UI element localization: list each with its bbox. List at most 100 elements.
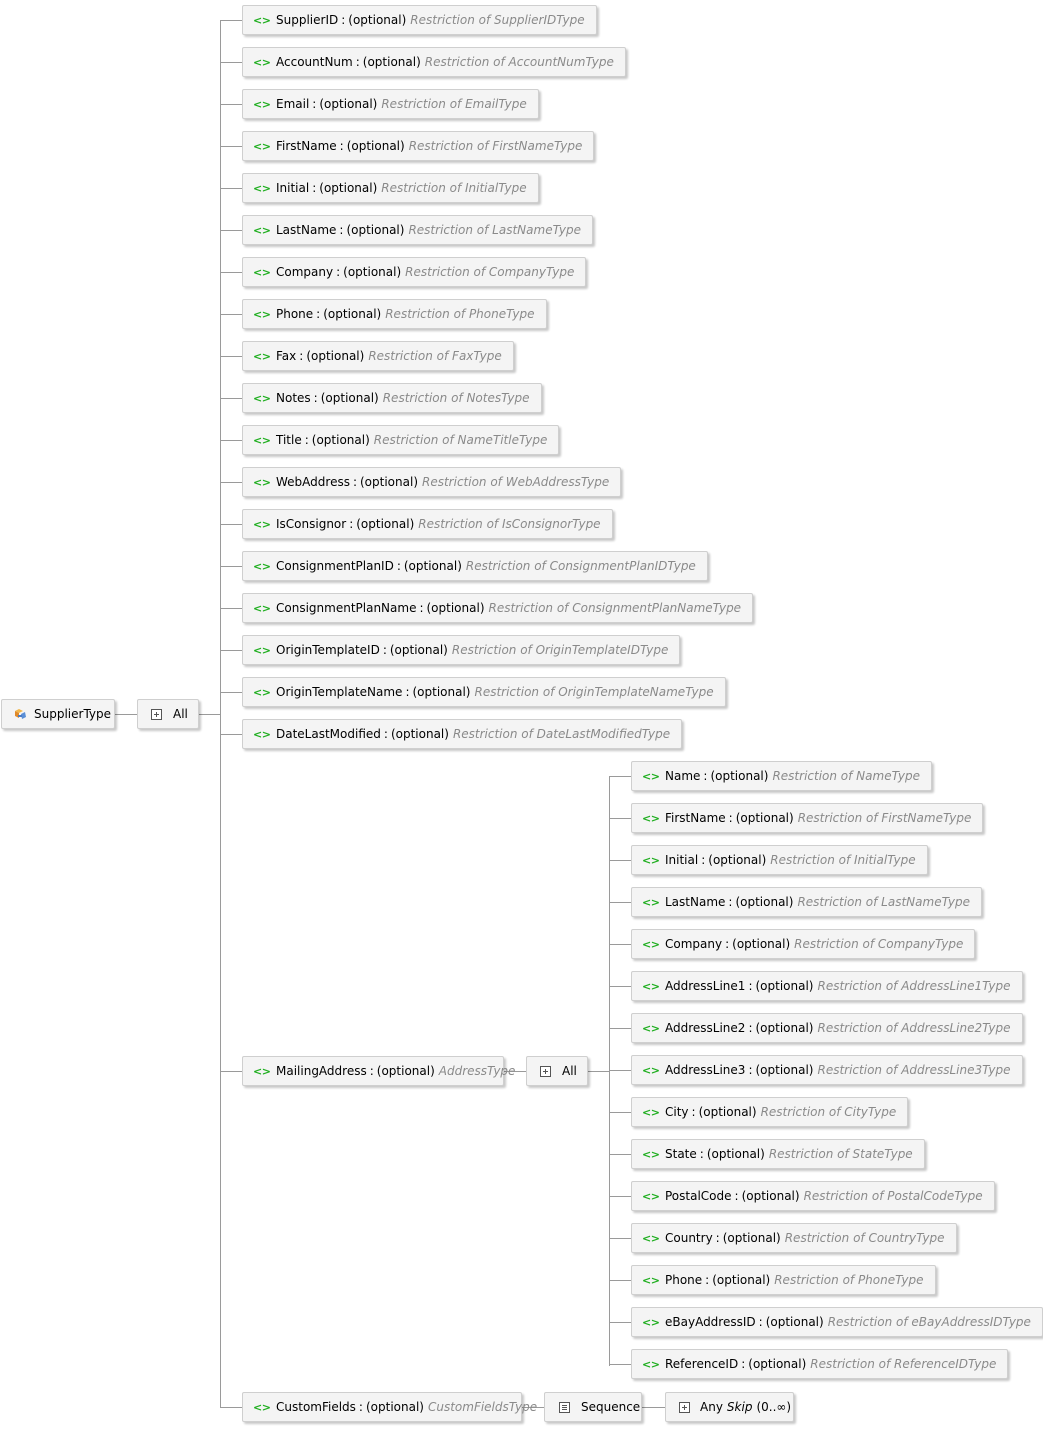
element-name: ConsignmentPlanID bbox=[276, 559, 394, 573]
element-node-postalcode[interactable]: <>PostalCode:(optional)Restriction of Po… bbox=[631, 1181, 995, 1211]
element-occurrence: (optional) bbox=[343, 265, 402, 279]
connector bbox=[220, 650, 242, 651]
connector bbox=[220, 398, 242, 399]
element-node-notes[interactable]: <>Notes:(optional)Restriction of NotesTy… bbox=[242, 383, 542, 413]
element-node-country[interactable]: <>Country:(optional)Restriction of Count… bbox=[631, 1223, 957, 1253]
group-label: All bbox=[173, 707, 188, 721]
element-occurrence: (optional) bbox=[389, 643, 448, 657]
element-node-phone[interactable]: <>Phone:(optional)Restriction of PhoneTy… bbox=[631, 1265, 936, 1295]
element-icon: <> bbox=[253, 307, 271, 321]
separator: : bbox=[316, 307, 321, 321]
connector bbox=[220, 482, 242, 483]
complex-type-node[interactable]: SupplierType bbox=[1, 699, 115, 729]
connector bbox=[220, 734, 242, 735]
element-node-lastname[interactable]: <>LastName:(optional)Restriction of Last… bbox=[242, 215, 593, 245]
element-type: Restriction of LastNameType bbox=[408, 223, 581, 237]
element-name: LastName bbox=[665, 895, 726, 909]
connector bbox=[609, 902, 631, 903]
element-occurrence: (optional) bbox=[362, 55, 421, 69]
separator: : bbox=[699, 1147, 704, 1161]
element-node-company[interactable]: <>Company:(optional)Restriction of Compa… bbox=[631, 929, 976, 959]
element-node-addressline1[interactable]: <>AddressLine1:(optional)Restriction of … bbox=[631, 971, 1023, 1001]
element-name: OriginTemplateName bbox=[276, 685, 403, 699]
element-occurrence: (optional) bbox=[348, 13, 407, 27]
element-name: AccountNum bbox=[276, 55, 353, 69]
element-node-company[interactable]: <>Company:(optional)Restriction of Compa… bbox=[242, 257, 587, 287]
element-node-addressline2[interactable]: <>AddressLine2:(optional)Restriction of … bbox=[631, 1013, 1023, 1043]
connector bbox=[220, 188, 242, 189]
element-node-ebayaddressid[interactable]: <>eBayAddressID:(optional)Restriction of… bbox=[631, 1307, 1043, 1337]
element-type: Restriction of IsConsignorType bbox=[418, 517, 601, 531]
any-element-node[interactable]: Any Skip (0..∞) bbox=[665, 1392, 794, 1422]
element-occurrence: (optional) bbox=[390, 727, 449, 741]
element-type: Restriction of CompanyType bbox=[794, 937, 964, 951]
separator: : bbox=[352, 475, 357, 489]
connector bbox=[609, 1028, 631, 1029]
element-type: Restriction of DateLastModifiedType bbox=[452, 727, 671, 741]
element-icon: <> bbox=[642, 1273, 660, 1287]
element-node-referenceid[interactable]: <>ReferenceID:(optional)Restriction of R… bbox=[631, 1349, 1009, 1379]
element-node-addressline3[interactable]: <>AddressLine3:(optional)Restriction of … bbox=[631, 1055, 1023, 1085]
element-occurrence: (optional) bbox=[346, 139, 405, 153]
separator: : bbox=[758, 1315, 763, 1329]
all-group-node[interactable]: All bbox=[526, 1056, 588, 1086]
element-occurrence: (optional) bbox=[765, 1315, 824, 1329]
element-type: Restriction of AddressLine2Type bbox=[817, 1021, 1011, 1035]
separator: : bbox=[349, 517, 354, 531]
element-name: Phone bbox=[665, 1273, 703, 1287]
connector bbox=[522, 1407, 544, 1408]
element-node-initial[interactable]: <>Initial:(optional)Restriction of Initi… bbox=[631, 845, 928, 875]
element-node-city[interactable]: <>City:(optional)Restriction of CityType bbox=[631, 1097, 909, 1127]
element-node-phone[interactable]: <>Phone:(optional)Restriction of PhoneTy… bbox=[242, 299, 547, 329]
connector bbox=[504, 1071, 526, 1072]
connector bbox=[609, 1364, 631, 1365]
element-node-consignmentplanid[interactable]: <>ConsignmentPlanID:(optional)Restrictio… bbox=[242, 551, 708, 581]
connector bbox=[220, 314, 242, 315]
element-node-origintemplatename[interactable]: <>OriginTemplateName:(optional)Restricti… bbox=[242, 677, 726, 707]
sequence-group-node[interactable]: Sequence bbox=[544, 1392, 642, 1422]
element-node-isconsignor[interactable]: <>IsConsignor:(optional)Restriction of I… bbox=[242, 509, 613, 539]
element-node-mailingaddress[interactable]: <> MailingAddress : (optional) AddressTy… bbox=[242, 1056, 515, 1086]
element-name: AddressLine3 bbox=[665, 1063, 746, 1077]
connector-trunk bbox=[609, 777, 610, 1366]
connector bbox=[220, 20, 242, 21]
separator: : bbox=[313, 391, 318, 405]
element-icon: <> bbox=[253, 433, 271, 447]
element-occurrence: (optional) bbox=[356, 517, 415, 531]
element-name: IsConsignor bbox=[276, 517, 347, 531]
element-node-consignmentplanname[interactable]: <>ConsignmentPlanName:(optional)Restrict… bbox=[242, 593, 754, 623]
element-node-datelastmodified[interactable]: <>DateLastModified:(optional)Restriction… bbox=[242, 719, 683, 749]
any-occurs: (0..∞) bbox=[756, 1400, 792, 1414]
element-occurrence: (optional) bbox=[698, 1105, 757, 1119]
any-icon bbox=[679, 1401, 690, 1413]
complex-type-icon bbox=[15, 709, 26, 719]
all-group-node[interactable]: All bbox=[137, 699, 199, 729]
separator: : bbox=[355, 55, 360, 69]
element-node-origintemplateid[interactable]: <>OriginTemplateID:(optional)Restriction… bbox=[242, 635, 681, 665]
element-node-email[interactable]: <>Email:(optional)Restriction of EmailTy… bbox=[242, 89, 539, 119]
element-node-firstname[interactable]: <>FirstName:(optional)Restriction of Fir… bbox=[631, 803, 984, 833]
separator: : bbox=[748, 1063, 753, 1077]
element-icon: <> bbox=[253, 139, 271, 153]
element-node-webaddress[interactable]: <>WebAddress:(optional)Restriction of We… bbox=[242, 467, 622, 497]
connector bbox=[220, 608, 242, 609]
separator: : bbox=[405, 685, 410, 699]
element-icon: <> bbox=[253, 1400, 271, 1414]
element-name: Company bbox=[276, 265, 334, 279]
element-name: FirstName bbox=[276, 139, 337, 153]
element-node-lastname[interactable]: <>LastName:(optional)Restriction of Last… bbox=[631, 887, 982, 917]
element-node-name[interactable]: <>Name:(optional)Restriction of NameType bbox=[631, 761, 932, 791]
element-node-customfields[interactable]: <> CustomFields : (optional) CustomField… bbox=[242, 1392, 537, 1422]
element-occurrence: (optional) bbox=[319, 181, 378, 195]
element-node-fax[interactable]: <>Fax:(optional)Restriction of FaxType bbox=[242, 341, 514, 371]
element-node-supplierid[interactable]: <>SupplierID:(optional)Restriction of Su… bbox=[242, 5, 597, 35]
separator: : bbox=[691, 1105, 696, 1119]
element-icon: <> bbox=[642, 1357, 660, 1371]
element-node-state[interactable]: <>State:(optional)Restriction of StateTy… bbox=[631, 1139, 925, 1169]
element-node-initial[interactable]: <>Initial:(optional)Restriction of Initi… bbox=[242, 173, 539, 203]
element-occurrence: (optional) bbox=[710, 769, 769, 783]
element-node-title[interactable]: <>Title:(optional)Restriction of NameTit… bbox=[242, 425, 560, 455]
element-name: PostalCode bbox=[665, 1189, 732, 1203]
element-node-accountnum[interactable]: <>AccountNum:(optional)Restriction of Ac… bbox=[242, 47, 626, 77]
element-node-firstname[interactable]: <>FirstName:(optional)Restriction of Fir… bbox=[242, 131, 595, 161]
